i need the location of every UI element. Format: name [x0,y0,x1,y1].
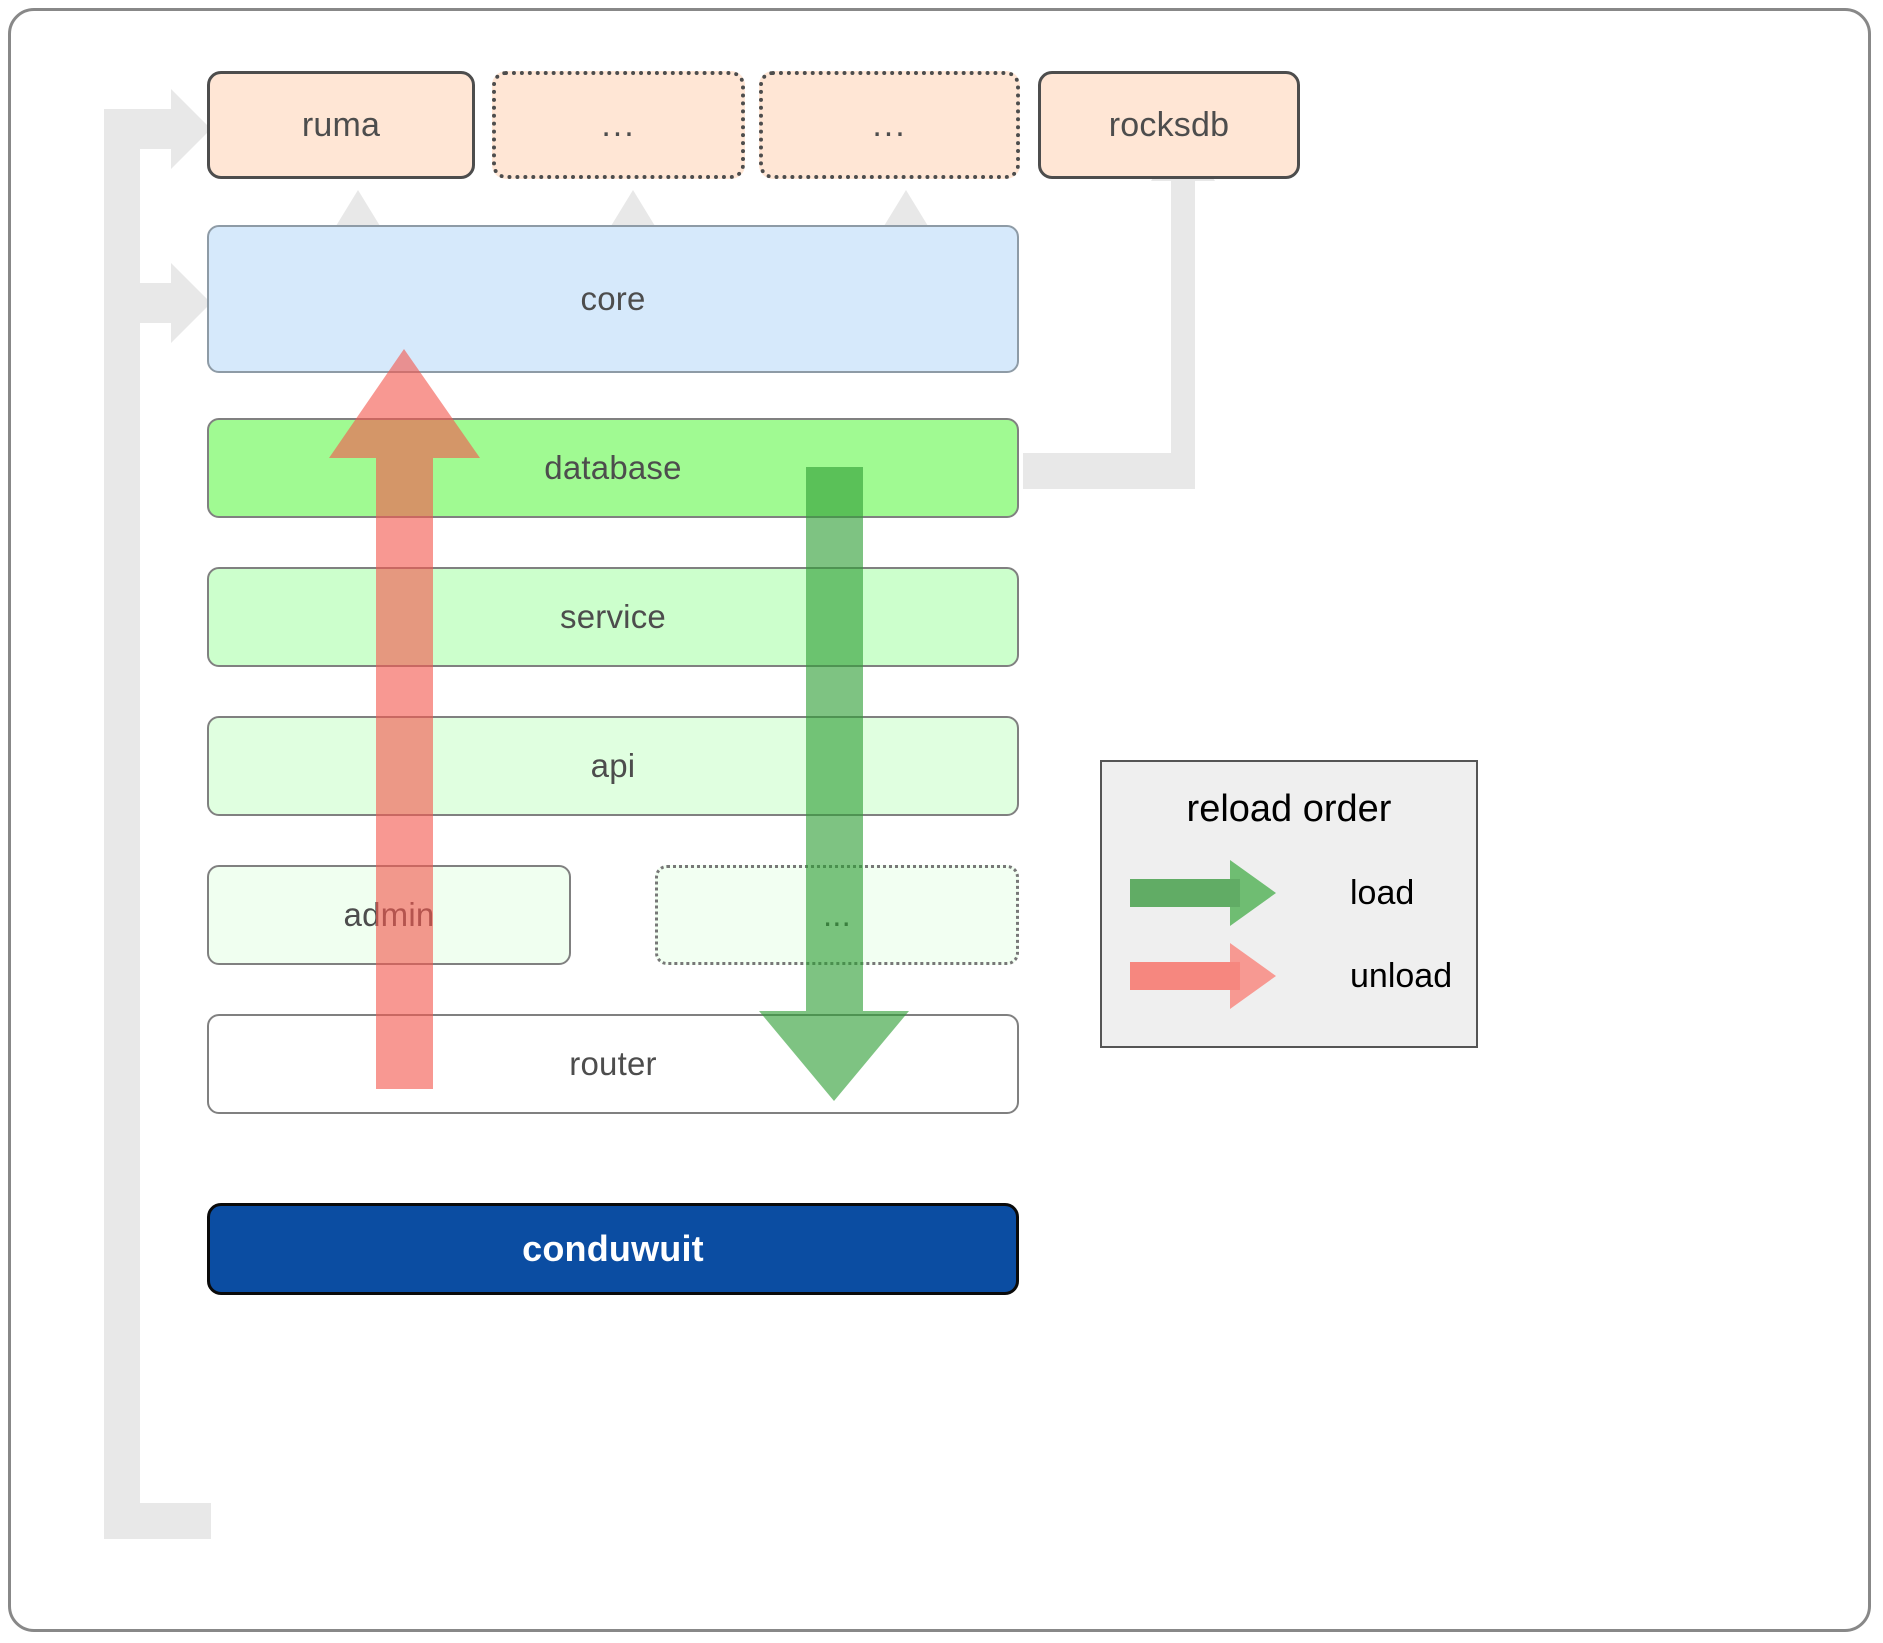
layer-box-etc3[interactable]: ... [655,865,1019,965]
dependency-label-ruma: ruma [301,105,381,144]
legend-label-load: load [1350,874,1415,912]
layer-label-service: service [560,598,666,635]
app-label-conduwuit: conduwuit [522,1228,704,1269]
layer-box-router[interactable]: router [207,1014,1019,1114]
layer-label-core: core [580,280,646,317]
layer-label-router: router [569,1045,657,1082]
layer-label-etc3: ... [822,896,852,933]
legend-arrow-swatches [1130,860,1276,1009]
layer-label-api: api [590,747,636,784]
app-box-conduwuit[interactable]: conduwuit [207,1203,1019,1295]
legend-swatch-unload [1130,943,1276,1009]
dependency-box-ruma[interactable]: ruma [207,71,475,179]
layer-box-service[interactable]: service [207,567,1019,667]
layer-box-core[interactable]: core [207,225,1019,373]
legend-title: reload order [1186,788,1392,830]
layer-box-admin[interactable]: admin [207,865,571,965]
dependency-label-rocksdb: rocksdb [1108,105,1230,144]
diagram-canvas: ruma ... ... rocksdb core database servi… [8,8,1871,1632]
layer-label-admin: admin [343,896,435,933]
legend-panel: reload order load unload [1100,760,1478,1048]
legend-label-unload: unload [1350,957,1453,995]
legend-swatch-load [1130,860,1276,926]
layer-box-api[interactable]: api [207,716,1019,816]
dependency-label-etc1: ... [601,105,636,144]
dependency-box-etc1[interactable]: ... [492,71,745,179]
dependency-label-etc2: ... [872,105,907,144]
layer-label-database: database [544,449,682,486]
dependency-box-rocksdb[interactable]: rocksdb [1038,71,1300,179]
dependency-box-etc2[interactable]: ... [759,71,1020,179]
layer-box-database[interactable]: database [207,418,1019,518]
